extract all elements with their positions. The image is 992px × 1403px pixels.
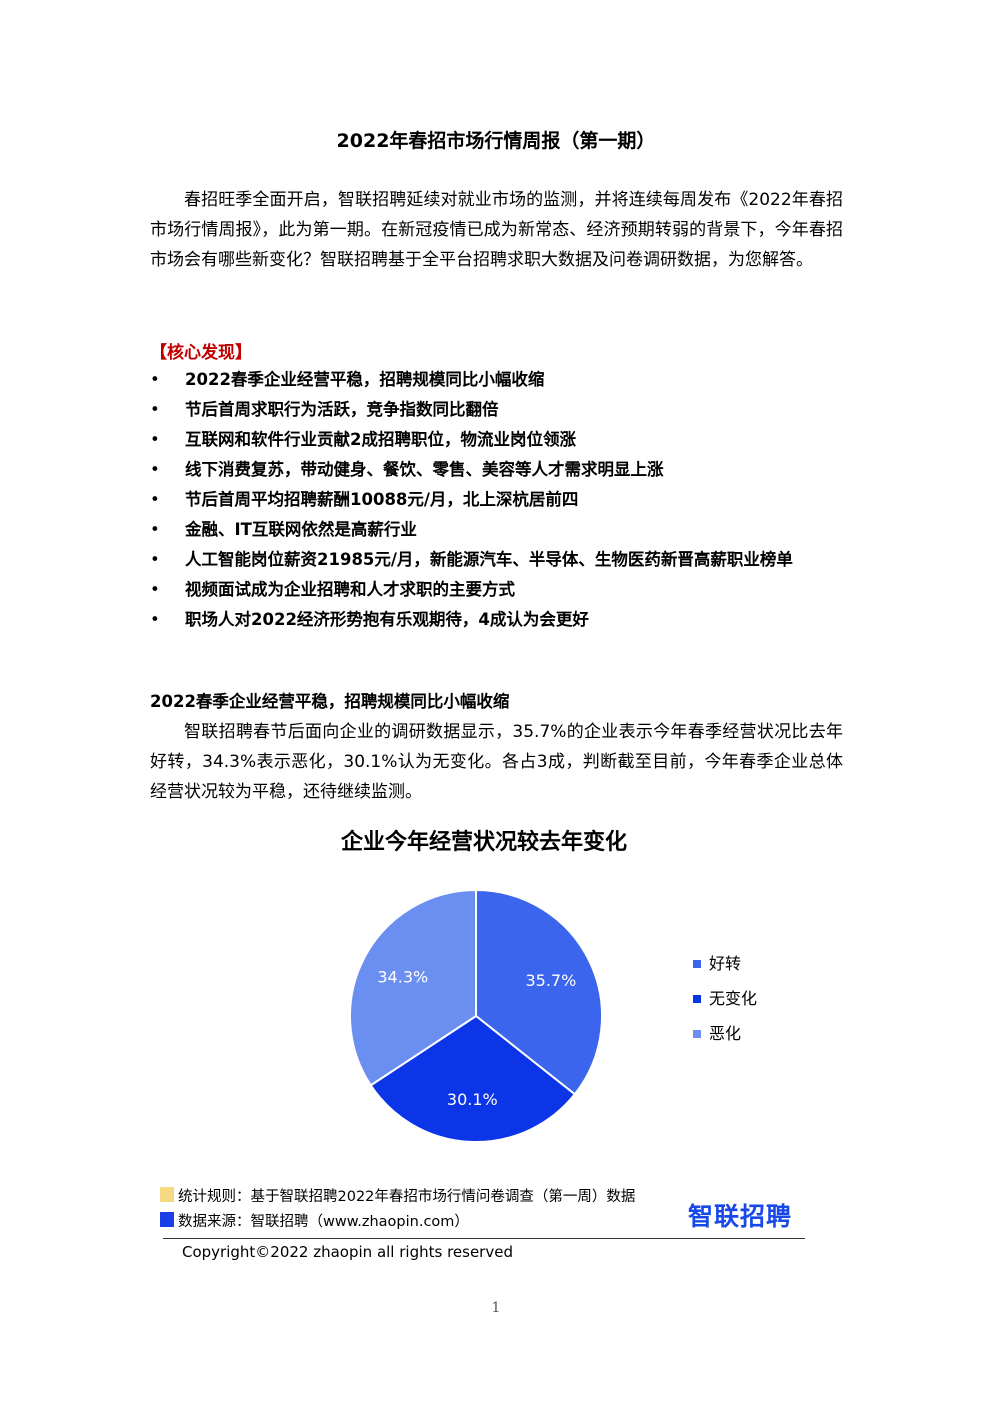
legend-label: 无变化 (709, 988, 758, 1008)
yellow-square-icon (160, 1187, 174, 1202)
finding-text: 2022春季企业经营平稳，招聘规模同比小幅收缩 (185, 370, 545, 389)
legend-swatch-icon (693, 1029, 701, 1038)
legend-item-improved: 好转 (693, 946, 757, 981)
finding-item: • 视频面试成为企业招聘和人才求职的主要方式 (150, 575, 870, 605)
source-data-text: 数据来源：智联招聘（www.zhaopin.com） (178, 1214, 469, 1230)
legend-swatch-icon (693, 959, 701, 968)
bullet-icon: • (150, 430, 160, 449)
finding-item: • 线下消费复苏，带动健身、餐饮、零售、美容等人才需求明显上涨 (150, 455, 870, 485)
legend-label: 恶化 (709, 1023, 742, 1043)
bullet-icon: • (150, 610, 160, 629)
finding-text: 节后首周求职行为活跃，竞争指数同比翻倍 (185, 400, 499, 419)
chart-legend: 好转 无变化 恶化 (693, 946, 757, 1051)
bullet-icon: • (150, 490, 160, 509)
section-heading: 2022春季企业经营平稳，招聘规模同比小幅收缩 (150, 692, 510, 711)
finding-item: • 互联网和软件行业贡献2成招聘职位，物流业岗位领涨 (150, 425, 870, 455)
pie-data-label: 34.3% (377, 968, 428, 987)
page-number: 1 (491, 1300, 501, 1316)
bullet-icon: • (150, 370, 160, 389)
blue-square-icon (160, 1212, 174, 1227)
finding-item: • 节后首周平均招聘薪酬10088元/月，北上深杭居前四 (150, 485, 870, 515)
legend-swatch-icon (693, 994, 701, 1003)
finding-text: 人工智能岗位薪资21985元/月，新能源汽车、半导体、生物医药新晋高薪职业榜单 (185, 550, 793, 569)
bullet-icon: • (150, 580, 160, 599)
finding-text: 线下消费复苏，带动健身、餐饮、零售、美容等人才需求明显上涨 (185, 460, 664, 479)
legend-label: 好转 (709, 953, 742, 973)
finding-text: 视频面试成为企业招聘和人才求职的主要方式 (185, 580, 515, 599)
legend-item-worsened: 恶化 (693, 1016, 757, 1051)
finding-text: 节后首周平均招聘薪酬10088元/月，北上深杭居前四 (185, 490, 579, 509)
bullet-icon: • (150, 520, 160, 539)
pie-chart: 35.7% 30.1% 34.3% (349, 888, 603, 1143)
finding-item: • 职场人对2022经济形势抱有乐观期待，4成认为会更好 (150, 605, 870, 635)
finding-item: • 金融、IT互联网依然是高薪行业 (150, 515, 870, 545)
intro-paragraph: 春招旺季全面开启，智联招聘延续对就业市场的监测，并将连续每周发布《2022年春招… (150, 190, 843, 270)
section-paragraph: 智联招聘春节后面向企业的调研数据显示，35.7%的企业表示今年春季经营状况比去年… (150, 722, 843, 802)
source-rule-note: 统计规则：基于智联招聘2022年春招市场行情问卷调查（第一周）数据 (160, 1185, 635, 1206)
brand-logo: 智联招聘 (688, 1202, 793, 1231)
pie-slice-unchanged (369, 1014, 577, 1143)
finding-item: • 节后首周求职行为活跃，竞争指数同比翻倍 (150, 395, 870, 425)
bullet-icon: • (150, 460, 160, 479)
footer-divider (163, 1238, 805, 1239)
copyright-text: Copyright©2022 zhaopin all rights reserv… (182, 1243, 513, 1261)
finding-text: 金融、IT互联网依然是高薪行业 (185, 520, 417, 539)
pie-data-label: 35.7% (525, 971, 576, 990)
core-findings-list: • 2022春季企业经营平稳，招聘规模同比小幅收缩 • 节后首周求职行为活跃，竞争指… (150, 365, 870, 635)
page-title: 2022年春招市场行情周报（第一期） (336, 130, 656, 152)
pie-slice-worsened (349, 888, 477, 1087)
finding-text: 职场人对2022经济形势抱有乐观期待，4成认为会更好 (185, 610, 589, 629)
finding-text: 互联网和软件行业贡献2成招聘职位，物流业岗位领涨 (185, 430, 576, 449)
source-data-note: 数据来源：智联招聘（www.zhaopin.com） (160, 1210, 469, 1231)
legend-item-unchanged: 无变化 (693, 981, 757, 1016)
pie-slice-improved (475, 888, 603, 1096)
finding-item: • 2022春季企业经营平稳，招聘规模同比小幅收缩 (150, 365, 870, 395)
chart-title: 企业今年经营状况较去年变化 (340, 830, 627, 855)
finding-item: • 人工智能岗位薪资21985元/月，新能源汽车、半导体、生物医药新晋高薪职业榜单 (150, 545, 870, 575)
source-rule-text: 统计规则：基于智联招聘2022年春招市场行情问卷调查（第一周）数据 (178, 1189, 636, 1205)
core-findings-label: 【核心发现】 (150, 343, 252, 363)
bullet-icon: • (150, 400, 160, 419)
bullet-icon: • (150, 550, 160, 569)
pie-data-label: 30.1% (447, 1090, 498, 1109)
